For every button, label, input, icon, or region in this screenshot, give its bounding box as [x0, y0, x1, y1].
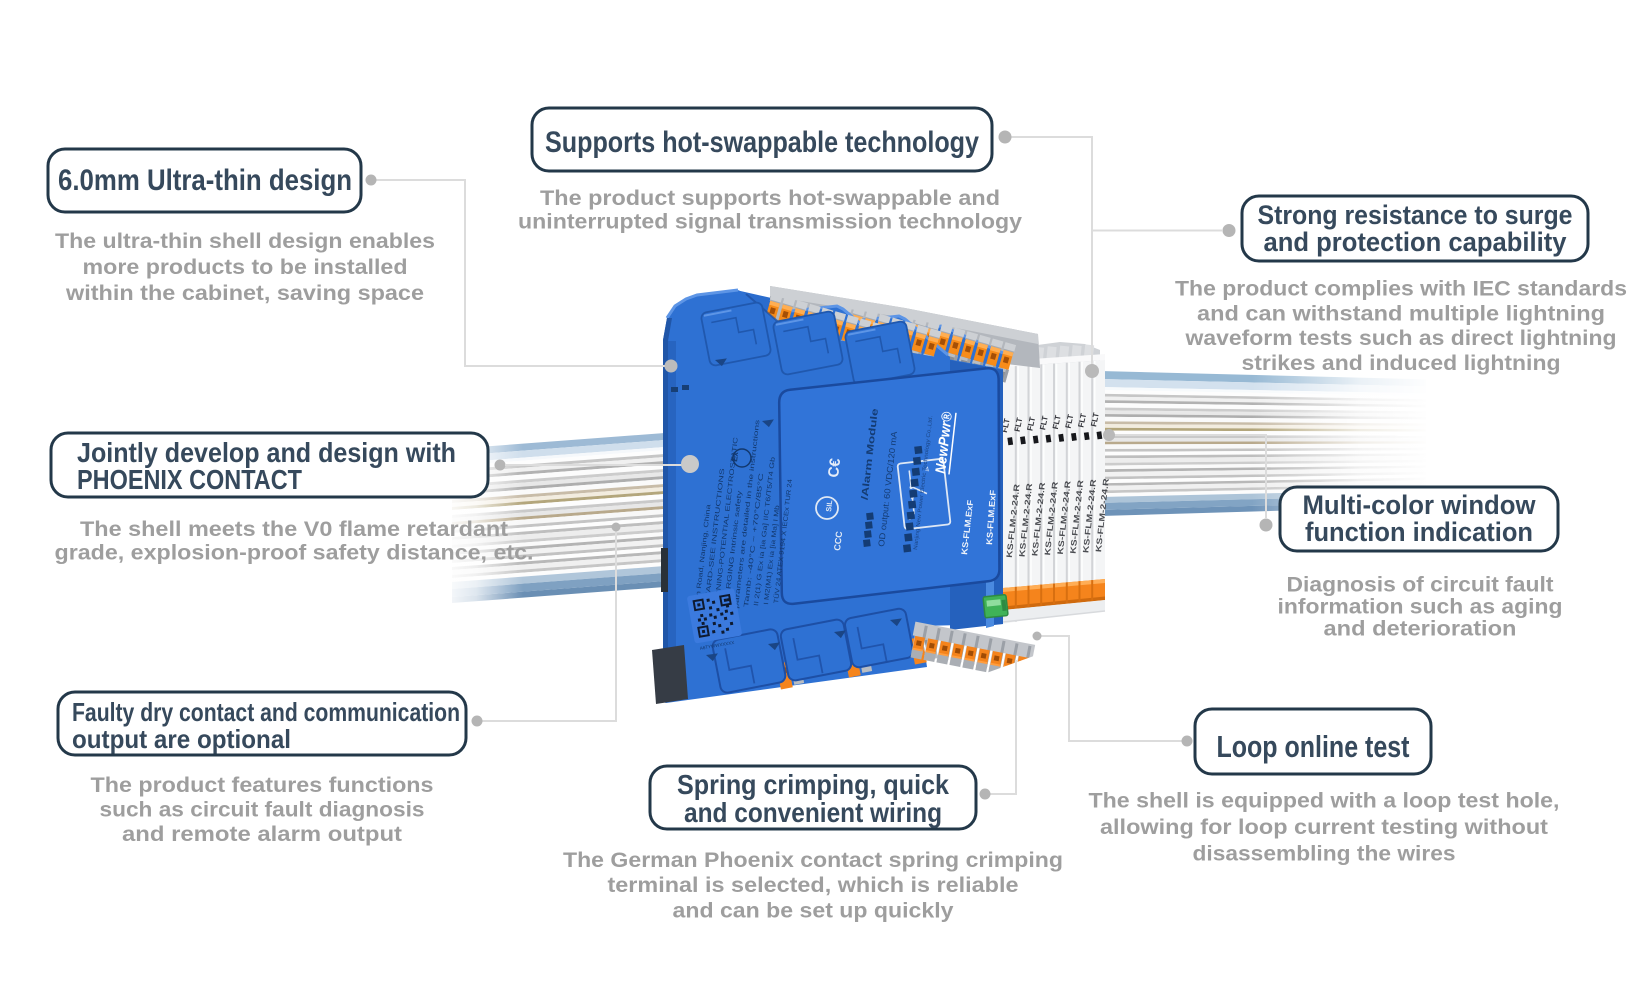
svg-text:Ex: Ex	[730, 451, 740, 462]
svg-text:FLT: FLT	[1013, 417, 1025, 433]
svg-text:SIL: SIL	[824, 499, 834, 512]
svg-text:and remote alarm output: and remote alarm output	[122, 822, 402, 846]
svg-text:The product features functions: The product features functions	[91, 773, 434, 797]
svg-text:allowing for loop current test: allowing for loop current testing withou…	[1100, 815, 1548, 839]
svg-text:terminal is selected, which is: terminal is selected, which is reliable	[608, 873, 1019, 897]
svg-text:FLT: FLT	[1000, 418, 1012, 434]
svg-text:FLT: FLT	[1025, 416, 1037, 432]
svg-text:Spring crimping, quick: Spring crimping, quick	[677, 769, 949, 800]
svg-text:and deterioration: and deterioration	[1324, 617, 1517, 641]
svg-text:and can withstand multiple lig: and can withstand multiple lightning	[1197, 301, 1605, 325]
svg-text:grade, explosion-proof safety: grade, explosion-proof safety distance, …	[55, 541, 534, 565]
svg-text:such as circuit fault diagnosi: such as circuit fault diagnosis	[100, 798, 425, 822]
svg-text:uninterrupted signal transmiss: uninterrupted signal transmission techno…	[518, 210, 1022, 234]
svg-text:function indication: function indication	[1305, 517, 1533, 547]
svg-text:and can be set up quickly: and can be set up quickly	[673, 899, 954, 923]
svg-text:FLT: FLT	[1038, 415, 1050, 431]
svg-text:Jointly develop and design wit: Jointly develop and design with	[77, 437, 456, 468]
svg-text:Supports hot-swappable technol: Supports hot-swappable technology	[545, 126, 979, 159]
svg-text:A6TYWWXXXXX: A6TYWWXXXXX	[699, 640, 734, 651]
svg-text:within the cabinet, saving spa: within the cabinet, saving space	[65, 281, 424, 305]
svg-text:The product complies with IEC: The product complies with IEC standards	[1175, 277, 1627, 301]
svg-text:C€: C€	[825, 457, 844, 479]
svg-text:The ultra-thin shell design en: The ultra-thin shell design enables	[55, 229, 435, 253]
svg-text:more products to be installed: more products to be installed	[83, 255, 408, 279]
svg-text:Faulty dry contact and communi: Faulty dry contact and communication	[72, 697, 460, 727]
svg-text:The shell is equipped with a l: The shell is equipped with a loop test h…	[1089, 789, 1560, 813]
svg-text:and convenient wiring: and convenient wiring	[684, 797, 942, 828]
svg-text:FLT: FLT	[1064, 413, 1076, 429]
svg-text:output are optional: output are optional	[72, 724, 291, 754]
svg-text:Diagnosis of circuit fault: Diagnosis of circuit fault	[1287, 573, 1554, 597]
svg-text:Loop online test: Loop online test	[1217, 729, 1410, 764]
svg-text:Multi-color window: Multi-color window	[1303, 490, 1537, 520]
svg-text:KS-FLM.ExF: KS-FLM.ExF	[984, 490, 998, 546]
svg-text:The product supports hot-swapp: The product supports hot-swappable and	[540, 186, 1000, 210]
svg-text:FLT: FLT	[1089, 412, 1101, 428]
svg-text:The German Phoenix contact spr: The German Phoenix contact spring crimpi…	[563, 848, 1063, 872]
svg-text:PHOENIX CONTACT: PHOENIX CONTACT	[77, 464, 302, 495]
svg-text:Strong resistance to surge: Strong resistance to surge	[1258, 200, 1573, 230]
svg-text:FLT: FLT	[1051, 414, 1063, 430]
svg-text:disassembling the wires: disassembling the wires	[1193, 842, 1456, 866]
svg-text:4: 4	[925, 466, 930, 473]
svg-text:waveform tests such as direct: waveform tests such as direct lightning	[1184, 326, 1616, 350]
svg-text:6.0mm Ultra-thin design: 6.0mm Ultra-thin design	[58, 164, 352, 197]
svg-text:CCC: CCC	[832, 530, 844, 551]
svg-text:The shell meets the V0 flame r: The shell meets the V0 flame retardant	[80, 517, 508, 541]
svg-text:FLT: FLT	[1076, 413, 1088, 429]
svg-text:strikes and induced lightning: strikes and induced lightning	[1242, 351, 1561, 375]
svg-text:and protection capability: and protection capability	[1264, 227, 1567, 257]
svg-text:information such as aging: information such as aging	[1278, 595, 1563, 619]
